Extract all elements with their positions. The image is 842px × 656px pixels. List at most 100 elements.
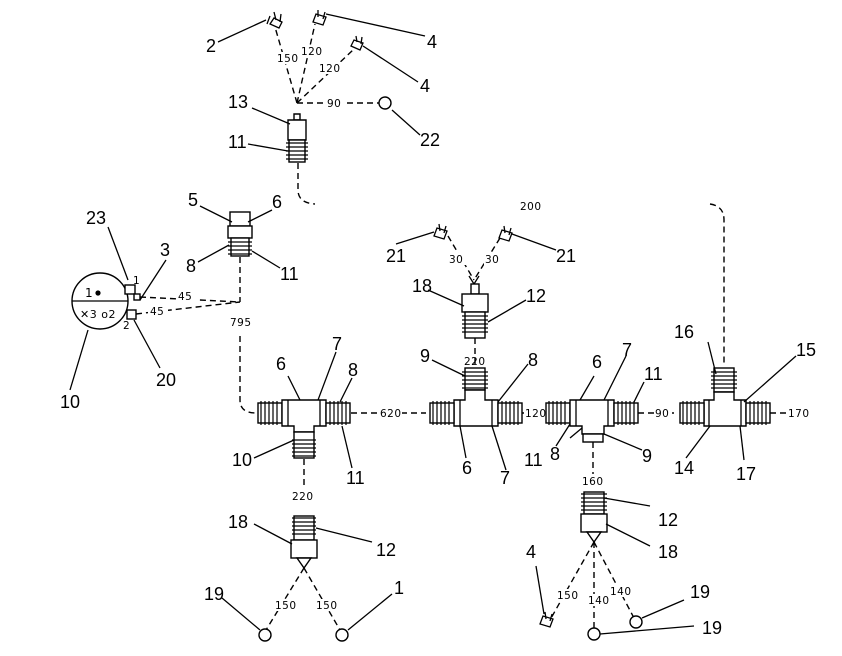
lamp-holder-21-right: [498, 225, 513, 242]
callout-11-tee3-left: 11: [524, 450, 543, 470]
dim-150-lower-left: 150: [275, 600, 297, 612]
dim-140-right: 140: [610, 586, 632, 598]
lamp-1: [335, 628, 349, 642]
callout-14: 14: [674, 458, 694, 478]
tee-left: 6 7 8 10 11: [232, 334, 365, 488]
callout-19-left: 19: [204, 584, 224, 604]
lamp-holder-4b: [350, 35, 364, 51]
dim-120-mid: 120: [525, 408, 547, 420]
lamp-19-bottom: [587, 627, 601, 641]
callout-7-tee1: 7: [332, 334, 342, 354]
dim-795: 795: [230, 317, 252, 329]
callout-6-left: 6: [272, 192, 282, 212]
callout-7-tee2: 7: [500, 468, 510, 488]
callout-1: 1: [394, 578, 404, 598]
lamp-22: [378, 96, 392, 110]
middle-group: 200 30 30 21 21 18 12: [386, 201, 576, 368]
callout-11-left: 11: [280, 264, 299, 284]
callout-8-tee1: 8: [348, 360, 358, 380]
connector-13: [286, 113, 308, 163]
component-2: [126, 309, 137, 320]
connector-18-middle: [461, 283, 489, 339]
gauge-mark-2: 2: [123, 320, 130, 332]
callout-4-lower: 4: [526, 542, 536, 562]
callout-7-tee3: 7: [622, 340, 632, 360]
lamp-holder-2: [266, 11, 283, 29]
tee-right-middle: 6 7 11 11 8 9: [524, 340, 663, 470]
callout-4-top: 4: [427, 32, 437, 52]
lamp-holder-4c: [539, 611, 554, 628]
lamp-19-left: [258, 628, 272, 642]
dim-45-upper: 45: [178, 291, 192, 303]
callout-19-bottom: 19: [702, 618, 722, 638]
component-23: [124, 284, 136, 295]
callout-18-right: 18: [658, 542, 678, 562]
dim-30-right: 30: [485, 254, 499, 266]
lower-right-group: 150 140 140 12 18 4 19 19: [526, 491, 722, 641]
connector-18-left: [290, 515, 318, 570]
callout-11-top: 11: [228, 132, 247, 152]
lamp-19-right: [629, 615, 643, 629]
callout-9-tee2: 9: [420, 346, 430, 366]
lower-left-group: 150 150 18 12 19 1: [204, 512, 404, 642]
callout-6-tee3: 6: [592, 352, 602, 372]
dim-220-left: 220: [292, 491, 314, 503]
callout-11-tee1: 11: [346, 468, 365, 488]
dim-120-top-right: 120: [319, 63, 341, 75]
dim-30-left: 30: [449, 254, 463, 266]
dim-620: 620: [380, 408, 402, 420]
callout-23: 23: [86, 208, 106, 228]
callout-8-tee3: 8: [550, 444, 560, 464]
callout-12-left: 12: [376, 540, 396, 560]
gauge-mark-1: 1: [133, 275, 140, 287]
dim-150-top: 150: [277, 53, 299, 65]
callout-6-tee1: 6: [276, 354, 286, 374]
callout-10-tee1: 10: [232, 450, 252, 470]
callout-8-left: 8: [186, 256, 196, 276]
callout-18-left: 18: [228, 512, 248, 532]
callout-21-left: 21: [386, 246, 406, 266]
callout-2-top: 2: [206, 36, 216, 56]
component-3: [133, 293, 141, 301]
callout-6-tee2: 6: [462, 458, 472, 478]
callout-21-right: 21: [556, 246, 576, 266]
callout-18-middle: 18: [412, 276, 432, 296]
gauge-bottom-text: ✕3 o2: [80, 308, 116, 321]
dim-45-lower: 45: [150, 306, 164, 318]
dim-170: 170: [788, 408, 810, 420]
callout-15: 15: [796, 340, 816, 360]
callout-10-gauge: 10: [60, 392, 80, 412]
dim-150-lower-right-group: 150: [557, 590, 579, 602]
connector-5: [227, 211, 253, 257]
callout-3: 3: [160, 240, 170, 260]
callout-12-right: 12: [658, 510, 678, 530]
gauge-top-mark: 1: [85, 286, 93, 300]
dim-150-lower-right: 150: [316, 600, 338, 612]
callout-11-tee3: 11: [644, 364, 663, 384]
callout-5: 5: [188, 190, 198, 210]
gauge-group: 1 ✕3 o2 1 2 45 45 23 3 10 20: [60, 208, 241, 412]
lamp-holder-4a: [312, 10, 327, 26]
callout-13: 13: [228, 92, 248, 112]
dim-120-top: 120: [301, 46, 323, 58]
dim-140-center: 140: [588, 595, 610, 607]
connector-18-right: [580, 491, 608, 544]
callout-16: 16: [674, 322, 694, 342]
left-connector-group: 5 6 8 11: [186, 190, 299, 302]
dim-90-mid: 90: [655, 408, 669, 420]
callout-4-mid: 4: [420, 76, 430, 96]
callout-20: 20: [156, 370, 176, 390]
dim-220-middle: 220: [464, 356, 486, 368]
dim-200: 200: [520, 201, 542, 213]
callout-12-middle: 12: [526, 286, 546, 306]
callout-19-right: 19: [690, 582, 710, 602]
callout-17: 17: [736, 464, 756, 484]
callout-9-tee3: 9: [642, 446, 652, 466]
lamp-holder-21-left: [433, 223, 448, 240]
top-cluster: 150 120 120 90 2 4 4 13 11 22: [206, 10, 440, 205]
dim-90-top: 90: [327, 98, 341, 110]
dim-160: 160: [582, 476, 604, 488]
tee-far-right: 16 15 14 17: [674, 203, 816, 484]
tee-middle: 9 8 6 7: [420, 346, 538, 488]
